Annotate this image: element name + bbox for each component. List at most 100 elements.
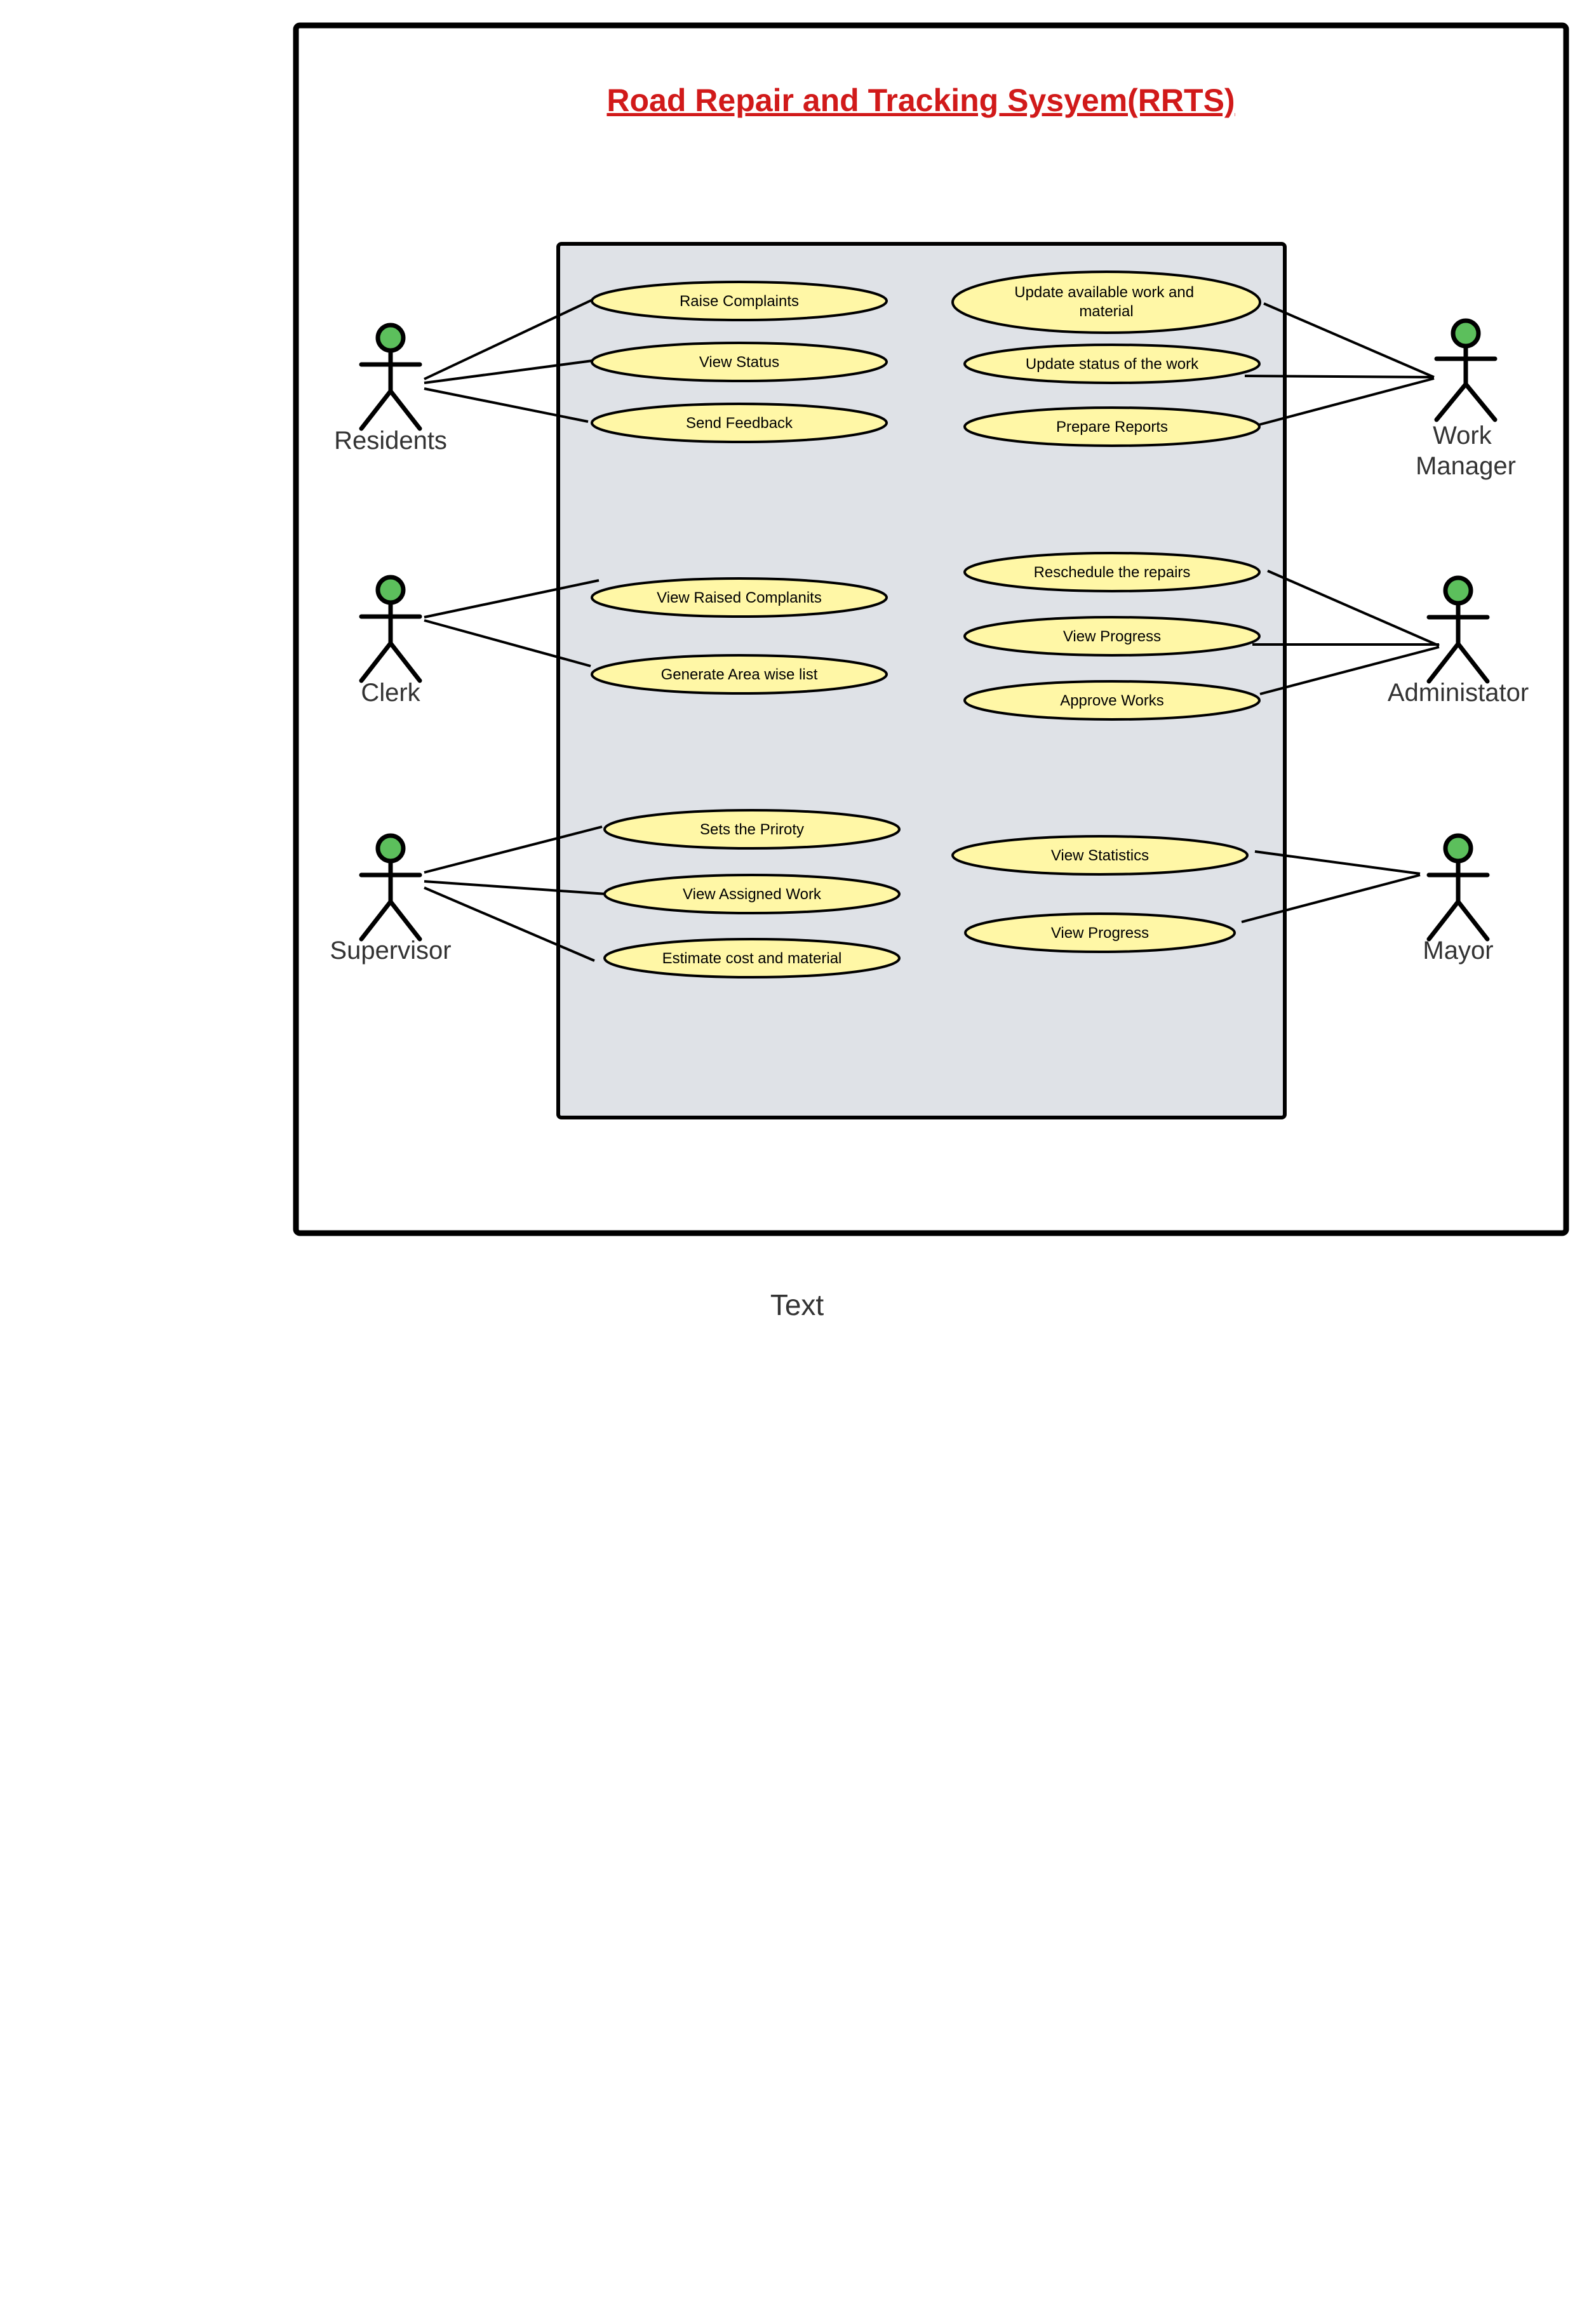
actor-leg-left bbox=[359, 899, 393, 942]
actor-head bbox=[375, 833, 406, 864]
actor-label-administator: Administator bbox=[1388, 679, 1529, 707]
actor-administator bbox=[1426, 575, 1490, 684]
use-case-shape bbox=[591, 577, 888, 618]
actor-supervisor bbox=[359, 833, 422, 942]
use-case-view-progress-admin: View Progress bbox=[963, 616, 1261, 657]
assoc-residents-send-feedback bbox=[424, 387, 589, 423]
use-case-label: Reschedule the repairs bbox=[1034, 564, 1191, 581]
actor-label-supervisor: Supervisor bbox=[330, 937, 451, 965]
use-case-shape bbox=[963, 344, 1261, 384]
use-case-view-status: View Status bbox=[591, 342, 888, 382]
actor-residents bbox=[359, 323, 422, 431]
use-case-label: View Progress bbox=[1063, 628, 1161, 645]
actor-head bbox=[375, 575, 406, 605]
use-case-label: View Status bbox=[699, 354, 779, 371]
use-case-shape bbox=[591, 654, 888, 695]
use-case-shape bbox=[963, 616, 1261, 657]
use-case-shape bbox=[963, 552, 1261, 592]
actor-leg-left bbox=[359, 389, 393, 431]
use-case-label: View Assigned Work bbox=[683, 886, 822, 903]
use-cases: Raise Complaints View Status Send Feedba… bbox=[591, 270, 1261, 978]
actor-label-line: Work bbox=[1433, 422, 1492, 450]
actor-leg-right bbox=[1463, 382, 1498, 422]
actor-leg-right bbox=[1456, 641, 1490, 684]
actor-labels: Residents Clerk Supervisor Work Manager … bbox=[330, 422, 1529, 965]
use-case-label: View Statistics bbox=[1051, 847, 1149, 864]
use-case-label: Update status of the work bbox=[1026, 356, 1199, 373]
actor-label-mayor: Mayor bbox=[1423, 937, 1493, 965]
actor-leg-right bbox=[1456, 899, 1490, 942]
use-case-view-raised-complaints: View Raised Complanits bbox=[591, 577, 888, 618]
diagram-title: Road Repair and Tracking Sysyem(RRTS) bbox=[607, 83, 1235, 118]
assoc-residents-view-status bbox=[424, 359, 593, 384]
use-case-label: Prepare Reports bbox=[1056, 418, 1168, 436]
use-case-shape bbox=[591, 281, 888, 321]
use-case-shape bbox=[603, 938, 901, 978]
actor-clerk bbox=[359, 575, 422, 683]
use-case-generate-area-list: Generate Area wise list bbox=[591, 654, 888, 695]
actor-label-line: Manager bbox=[1416, 452, 1516, 480]
use-case-sets-priority: Sets the Priroty bbox=[603, 809, 901, 850]
use-case-estimate-cost: Estimate cost and material bbox=[603, 938, 901, 978]
use-case-approve-works: Approve Works bbox=[963, 680, 1261, 721]
use-case-view-assigned-work: View Assigned Work bbox=[603, 874, 901, 914]
assoc-administator-approve-works bbox=[1259, 646, 1440, 695]
use-case-update-status-work: Update status of the work bbox=[963, 344, 1261, 384]
use-case-send-feedback: Send Feedback bbox=[591, 403, 888, 443]
actor-work-manager bbox=[1434, 318, 1498, 422]
assoc-mayor-view-statistics bbox=[1254, 850, 1421, 875]
use-case-shape bbox=[591, 403, 888, 443]
assoc-mayor-view-progress bbox=[1241, 874, 1421, 923]
use-case-label: View Progress bbox=[1051, 925, 1149, 942]
actor-head bbox=[1443, 575, 1473, 606]
use-case-shape bbox=[964, 912, 1236, 953]
assoc-supervisor-estimate-cost bbox=[424, 886, 595, 962]
use-case-label: Update available work and material bbox=[1014, 284, 1198, 320]
use-case-reschedule-repairs: Reschedule the repairs bbox=[963, 552, 1261, 592]
use-case-label-line: Update available work and bbox=[1014, 284, 1194, 301]
use-case-label: Raise Complaints bbox=[680, 293, 799, 310]
use-case-label: Send Feedback bbox=[686, 415, 793, 432]
assoc-administator-reschedule-repairs bbox=[1267, 570, 1440, 647]
assoc-work-manager-prepare-reports bbox=[1258, 377, 1435, 426]
actors bbox=[359, 318, 1498, 942]
actor-leg-left bbox=[1434, 382, 1468, 422]
use-case-label: View Raised Complanits bbox=[657, 589, 822, 606]
assoc-work-manager-update-status-work bbox=[1244, 375, 1435, 378]
actor-leg-right bbox=[388, 899, 422, 942]
actor-leg-left bbox=[1426, 899, 1461, 942]
use-case-label-line: material bbox=[1079, 303, 1133, 320]
use-case-raise-complaints: Raise Complaints bbox=[591, 281, 888, 321]
actor-leg-left bbox=[359, 641, 393, 683]
actor-leg-left bbox=[1426, 641, 1461, 684]
actor-head bbox=[1451, 318, 1481, 349]
use-case-shape bbox=[603, 809, 901, 850]
assoc-supervisor-sets-priority bbox=[424, 825, 603, 874]
actor-head bbox=[1443, 833, 1473, 864]
associations bbox=[424, 298, 1440, 962]
use-case-shape bbox=[591, 342, 888, 382]
assoc-clerk-view-raised-complaints bbox=[424, 579, 600, 618]
actor-leg-right bbox=[388, 389, 422, 431]
use-case-shape bbox=[963, 680, 1261, 721]
actor-label-work-manager: Work Manager bbox=[1416, 422, 1516, 480]
use-case-shape bbox=[951, 270, 1261, 334]
assoc-supervisor-view-assigned-work bbox=[424, 880, 607, 895]
actor-head bbox=[375, 323, 406, 353]
use-case-prepare-reports: Prepare Reports bbox=[963, 406, 1261, 447]
use-case-label: Sets the Priroty bbox=[700, 821, 804, 838]
use-case-update-available-work: Update available work and material bbox=[951, 270, 1261, 334]
use-case-label: Generate Area wise list bbox=[661, 666, 818, 683]
use-case-view-statistics: View Statistics bbox=[951, 835, 1249, 876]
assoc-residents-raise-complaints bbox=[424, 298, 593, 380]
actor-mayor bbox=[1426, 833, 1490, 942]
actor-label-clerk: Clerk bbox=[361, 679, 420, 707]
use-case-label: Approve Works bbox=[1060, 692, 1164, 709]
use-case-shape bbox=[603, 874, 901, 914]
assoc-clerk-generate-area-list bbox=[424, 619, 591, 667]
use-case-label: Estimate cost and material bbox=[662, 950, 842, 967]
use-case-shape bbox=[963, 406, 1261, 447]
use-case-view-progress-mayor: View Progress bbox=[964, 912, 1236, 953]
caption-text: Text bbox=[770, 1288, 824, 1321]
